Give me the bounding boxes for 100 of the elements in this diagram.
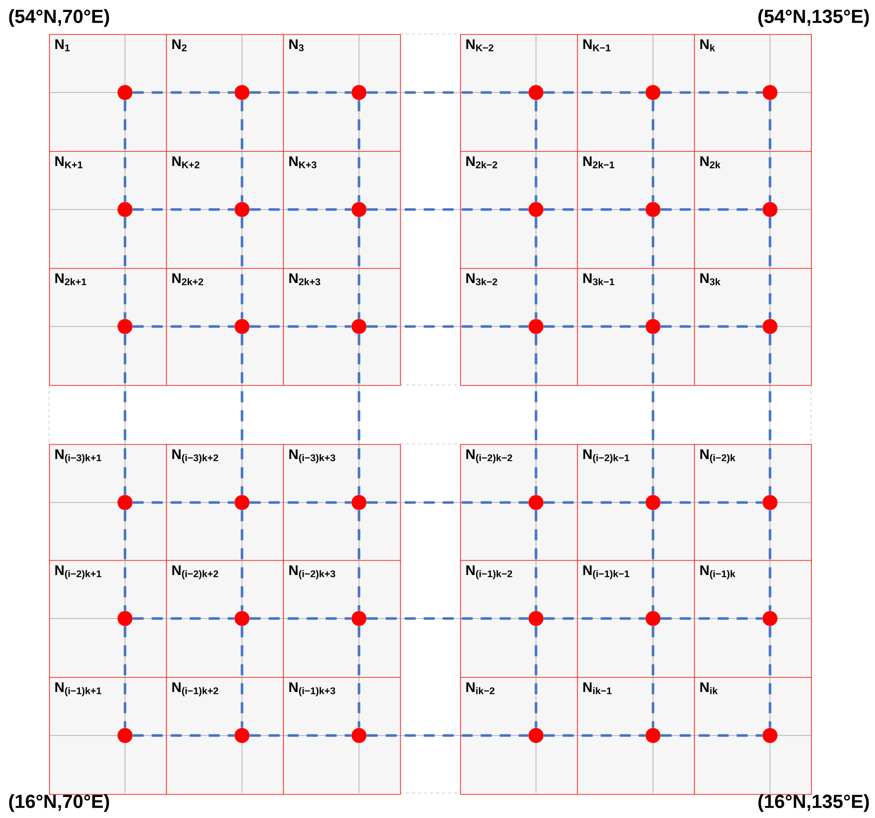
dashed-link — [124, 510, 126, 611]
dashed-link — [132, 325, 234, 328]
dashed-link — [250, 617, 352, 620]
dashed-link — [768, 100, 772, 202]
grid-cell: N$_{(i−1)k+3}$ — [283, 677, 401, 795]
dashed-link — [250, 734, 352, 737]
dashed-link — [544, 208, 646, 211]
grid-cell: N$_{2k+3}$ — [283, 268, 401, 386]
dashed-link — [534, 217, 538, 319]
grid-cell: N$_{K−1}$ — [577, 34, 695, 152]
dashed-link — [250, 91, 352, 94]
grid-cell: N$_{3k−2}$ — [460, 268, 578, 386]
dashed-link — [660, 91, 762, 94]
node-dot — [118, 85, 132, 100]
dashed-link — [366, 325, 528, 328]
node-dot — [646, 728, 660, 743]
dashed-link — [652, 626, 654, 728]
grid-cell: N$_{3k−1}$ — [577, 268, 695, 386]
dashed-link — [366, 91, 528, 94]
node-dot — [234, 85, 250, 100]
dashed-link — [358, 100, 360, 202]
node-dot — [762, 202, 778, 217]
node-dot — [234, 728, 250, 743]
node-dot — [118, 495, 132, 510]
dashed-link — [358, 510, 360, 611]
grid-cell: N$_{(i−1)k+2}$ — [166, 677, 284, 795]
dashed-link — [124, 626, 126, 728]
dashed-link — [366, 617, 528, 620]
node-dot — [352, 85, 366, 100]
node-dot — [352, 202, 366, 217]
dashed-link — [544, 325, 646, 328]
dashed-link — [132, 501, 234, 504]
dashed-link — [768, 217, 772, 319]
node-dot — [118, 728, 132, 743]
grid-cell: N$_{ik}$ — [694, 677, 812, 795]
grid-cell: N$_{2k+1}$ — [49, 268, 167, 386]
dashed-link — [534, 100, 538, 202]
grid-cell: N$_{(i−2)k+3}$ — [283, 560, 401, 678]
node-dot — [118, 611, 132, 626]
dashed-link — [124, 217, 126, 319]
dashed-link — [358, 217, 360, 319]
grid-cell: N$_{(i−2)k+1}$ — [49, 560, 167, 678]
grid-cell: N$_{K+1}$ — [49, 151, 167, 269]
dashed-link — [124, 334, 126, 495]
grid-cell: N$_{3k}$ — [694, 268, 812, 386]
dashed-link — [250, 325, 352, 328]
dashed-link — [124, 100, 126, 202]
dashed-link — [240, 334, 244, 495]
node-dot — [762, 319, 778, 334]
dashed-link — [652, 217, 654, 319]
dashed-link — [660, 325, 762, 328]
node-dot — [646, 319, 660, 334]
dashed-link — [240, 217, 244, 319]
grid-cell: N$_{K+2}$ — [166, 151, 284, 269]
grid-cell: N$_{(i−2)k−2}$ — [460, 444, 578, 562]
dashed-link — [652, 100, 654, 202]
dashed-link — [132, 208, 234, 211]
node-dot — [646, 85, 660, 100]
node-dot — [528, 611, 544, 626]
node-dot — [646, 202, 660, 217]
dashed-link — [366, 501, 528, 504]
dashed-link — [652, 334, 654, 495]
dashed-link — [358, 334, 360, 495]
dashed-link — [240, 100, 244, 202]
node-dot — [352, 611, 366, 626]
dashed-link — [660, 208, 762, 211]
node-dot — [528, 728, 544, 743]
dashed-link — [768, 626, 772, 728]
grid-cell: N$_{(i−3)k+2}$ — [166, 444, 284, 562]
grid-cell: N$_{3}$ — [283, 34, 401, 152]
grid-cell: N$_{(i−3)k+3}$ — [283, 444, 401, 562]
dashed-link — [366, 734, 528, 737]
grid-cell: N$_{(i−2)k}$ — [694, 444, 812, 562]
node-dot — [352, 495, 366, 510]
dashed-link — [768, 510, 772, 611]
node-dot — [762, 611, 778, 626]
grid-cell: N$_{(i−1)k−1}$ — [577, 560, 695, 678]
dashed-link — [534, 626, 538, 728]
dashed-link — [544, 617, 646, 620]
dashed-link — [768, 334, 772, 495]
node-dot — [646, 495, 660, 510]
grid-cell: N$_{2k−1}$ — [577, 151, 695, 269]
node-dot — [762, 728, 778, 743]
node-dot — [762, 495, 778, 510]
grid-cell: N$_{ik−1}$ — [577, 677, 695, 795]
node-dot — [762, 85, 778, 100]
node-dot — [234, 202, 250, 217]
node-dot — [352, 728, 366, 743]
grid-cell: N$_{(i−1)k}$ — [694, 560, 812, 678]
grid-cell: N$_{1}$ — [49, 34, 167, 152]
node-dot — [528, 319, 544, 334]
grid-cell: N$_{2k−2}$ — [460, 151, 578, 269]
grid-cell: N$_{(i−2)k−1}$ — [577, 444, 695, 562]
grid-cell: N$_{K−2}$ — [460, 34, 578, 152]
grid-cell: N$_{(i−3)k+1}$ — [49, 444, 167, 562]
dashed-link — [240, 510, 244, 611]
dashed-link — [358, 626, 360, 728]
dashed-link — [240, 626, 244, 728]
node-dot — [646, 611, 660, 626]
dashed-link — [652, 510, 654, 611]
